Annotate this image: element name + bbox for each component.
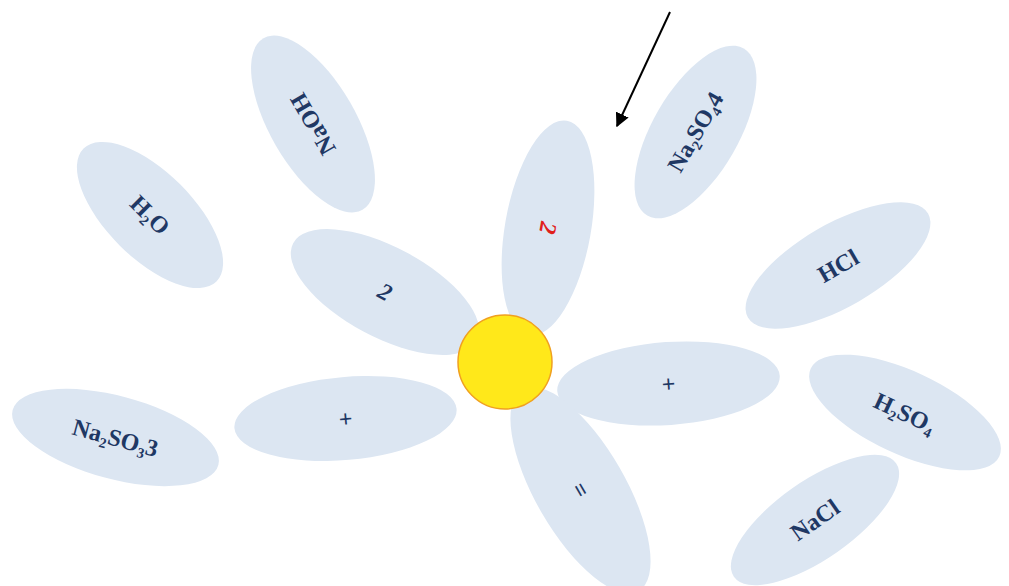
- flower-petal: H₂O: [52, 117, 249, 314]
- flower-petal: 2: [271, 202, 500, 382]
- flower-petal: Na₂SO₄4: [608, 26, 782, 239]
- petal-ellipse: [53, 118, 247, 312]
- petal-ellipse: [712, 431, 919, 586]
- petal-label: +: [660, 371, 675, 396]
- flower-petal: Na₂SO₃3: [0, 368, 230, 506]
- flower-petal: NaCl: [710, 430, 920, 586]
- petal-ellipse: [230, 367, 459, 469]
- flower-petal: 2: [486, 112, 611, 344]
- flower-petal: +: [229, 366, 461, 470]
- petal-ellipse: [554, 334, 782, 432]
- petal-ellipse: [610, 27, 781, 237]
- petal-ellipse: [727, 177, 949, 353]
- petal-ellipse: [487, 113, 610, 343]
- flower-petal: HCl: [726, 176, 950, 355]
- petal-ellipse: [1, 369, 228, 504]
- petal-ellipse: [272, 203, 498, 380]
- petal-label: +: [337, 405, 353, 430]
- petal-ellipse: [483, 367, 677, 586]
- flower-petal: NaOH: [225, 15, 401, 232]
- flower-petal: +: [553, 333, 783, 433]
- petal-ellipse: [226, 17, 399, 231]
